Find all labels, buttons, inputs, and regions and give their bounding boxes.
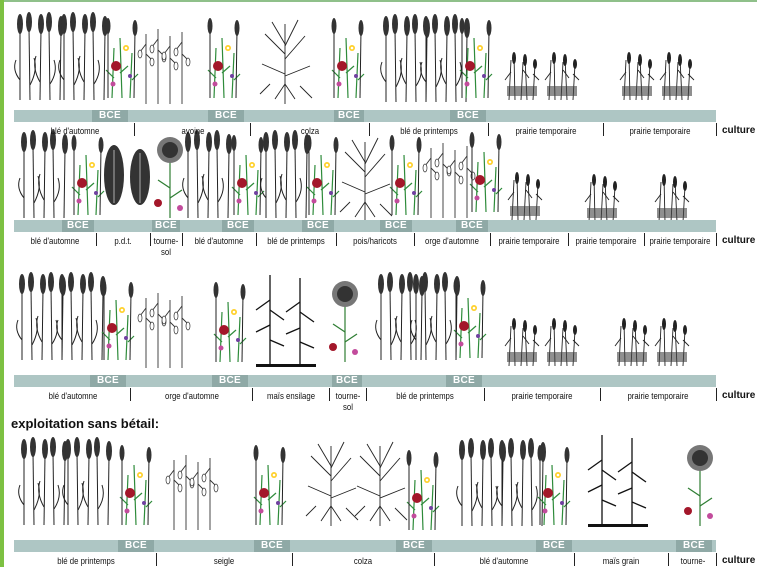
divider: [490, 233, 491, 246]
divider: [156, 553, 157, 566]
crop-label: blé d'automne: [30, 126, 120, 137]
bce-marker: BCE: [254, 540, 290, 552]
crop-label: tourne-sol: [151, 236, 181, 258]
bce-marker: BCE: [212, 375, 248, 387]
divider: [252, 388, 253, 401]
row-label: culture: [722, 235, 755, 246]
bce-marker: BCE: [450, 110, 486, 122]
crop-label: prairie temporaire: [573, 236, 639, 247]
crop-label: seigle: [170, 556, 278, 567]
crop-label: orge d'automne: [422, 236, 481, 247]
crop-label: p.d.t.: [103, 236, 144, 247]
crop-label: prairie temporaire: [615, 126, 705, 137]
divider: [134, 123, 135, 136]
crop-label: prairie temporaire: [495, 236, 562, 247]
divider: [130, 388, 131, 401]
bce-marker: BCE: [676, 540, 712, 552]
crop-label: prairie temporaire: [612, 391, 704, 402]
crop-label: blé d'automne: [190, 236, 247, 247]
divider: [256, 233, 257, 246]
bce-marker: BCE: [302, 220, 334, 232]
divider: [292, 553, 293, 566]
divider: [716, 388, 717, 401]
divider: [484, 388, 485, 401]
bce-marker: BCE: [118, 540, 154, 552]
bce-marker: BCE: [380, 220, 412, 232]
crop-label: colza: [264, 126, 356, 137]
divider: [414, 233, 415, 246]
bce-marker: BCE: [332, 375, 362, 387]
bce-marker: BCE: [90, 375, 126, 387]
crop-label: prairie temporaire: [500, 126, 592, 137]
crop-label: blé de printemps: [382, 126, 475, 137]
crop-label: blé d'automne: [28, 391, 118, 402]
crop-label: maïs grain: [584, 556, 658, 567]
crop-label: colza: [306, 556, 419, 567]
divider: [600, 388, 601, 401]
bce-marker: BCE: [446, 375, 482, 387]
crop-label: orge d'automne: [144, 391, 239, 402]
crop-label: blé d'automne: [448, 556, 560, 567]
divider: [250, 123, 251, 136]
divider: [644, 233, 645, 246]
rotation-strip: [14, 220, 716, 232]
divider: [96, 233, 97, 246]
divider: [668, 553, 669, 566]
divider: [568, 233, 569, 246]
crop-label: pois/haricots: [345, 236, 406, 247]
divider: [366, 388, 367, 401]
divider: [716, 233, 717, 246]
divider: [369, 123, 370, 136]
row-label: culture: [722, 555, 755, 566]
crop-label: maïs ensilage: [261, 391, 322, 402]
bce-marker: BCE: [536, 540, 572, 552]
crop-label: blé d'automne: [23, 236, 87, 247]
bce-marker: BCE: [92, 110, 128, 122]
row-label: culture: [722, 125, 755, 136]
crop-label: blé de printemps: [265, 236, 327, 247]
divider: [716, 553, 717, 566]
crop-label: prairie temporaire: [649, 236, 711, 247]
divider: [329, 388, 330, 401]
divider: [603, 123, 604, 136]
bce-marker: BCE: [222, 220, 254, 232]
bce-marker: BCE: [152, 220, 180, 232]
bce-marker: BCE: [334, 110, 364, 122]
section-title: exploitation sans bétail:: [11, 416, 159, 431]
crop-label: tourne-: [674, 556, 712, 567]
bce-marker: BCE: [396, 540, 432, 552]
divider: [434, 553, 435, 566]
crop-label: prairie temporaire: [496, 391, 588, 402]
bce-marker: BCE: [456, 220, 488, 232]
crop-label: tourne-sol: [333, 391, 363, 413]
divider: [716, 123, 717, 136]
bce-marker: BCE: [62, 220, 94, 232]
crop-label: blé de printemps: [30, 556, 142, 567]
crop-label: avoine: [148, 126, 238, 137]
divider: [488, 123, 489, 136]
bce-marker: BCE: [208, 110, 244, 122]
divider: [336, 233, 337, 246]
crop-label: blé de printemps: [378, 391, 471, 402]
row-label: culture: [722, 390, 755, 401]
divider: [574, 553, 575, 566]
divider: [182, 233, 183, 246]
